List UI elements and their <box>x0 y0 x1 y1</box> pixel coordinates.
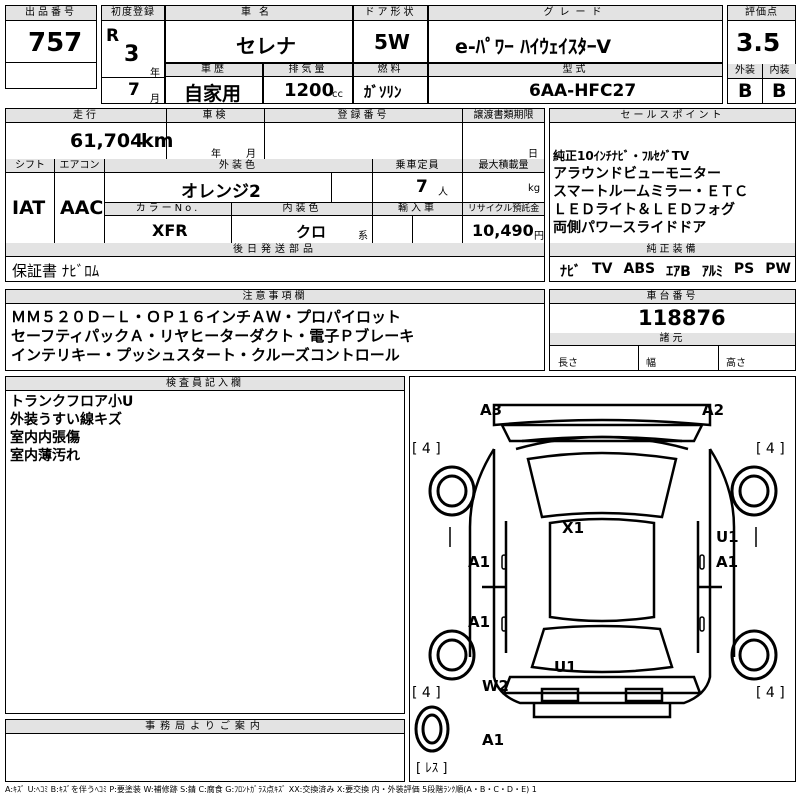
lot-number-box: 出品番号 757 <box>5 5 97 89</box>
model-name-box: 車名 セレナ <box>165 5 353 63</box>
first-registration-label: 初度登録 <box>102 6 164 21</box>
displacement: 1200 <box>284 80 335 101</box>
note-line: ＭＭ５２０Ｄ－Ｌ・ＯＰ１６インチＡＷ・プロパイロット <box>11 308 402 326</box>
equipment-list: ﾅﾋﾞ TV ABS ｴｱB ｱﾙﾐ PS PW <box>560 261 791 281</box>
tire-tread-front-left: [ 4 ] <box>412 441 441 457</box>
damage-mark-a1-left-rear: A1 <box>468 613 491 631</box>
model-name: セレナ <box>236 34 296 58</box>
tire-tread-rear-right: [ 4 ] <box>756 685 785 701</box>
sales-point: ＬＥＤライト＆ＬＥＤフォグ <box>553 202 735 218</box>
equipment-item: ABS <box>623 261 656 277</box>
type-box: 型式 6AA-HFC27 <box>428 63 723 104</box>
model-name-label: 車名 <box>166 6 352 21</box>
sales-points-list: 純正10ｲﾝﾁﾅﾋﾞ・ﾌﾙｾｸﾞTV アラウンドビューモニター スマートルームミ… <box>553 147 748 237</box>
inspector-notes-box: 検査員記入欄 トランクフロア小U 外装うすい線キズ 室内内張傷 室内薄汚れ <box>5 376 405 714</box>
door-type: 5W <box>374 30 410 54</box>
registration-month: 7 <box>128 80 140 100</box>
equipment-item: ﾅﾋﾞ <box>560 264 581 280</box>
model-type: 6AA-HFC27 <box>529 81 637 101</box>
damage-mark-a1-right: A1 <box>716 553 739 571</box>
damage-mark-a2: A2 <box>702 401 725 419</box>
damage-legend: A:ｷｽﾞ U:ﾍｺﾐ B:ｷｽﾞを伴うﾍｺﾐ P:要塗装 W:補修跡 S:錆 … <box>5 785 537 794</box>
sales-point: アラウンドビューモニター <box>553 166 721 182</box>
grade-label: グレード <box>429 6 722 21</box>
door-label: ドア形状 <box>354 6 427 21</box>
score: 3.5 <box>736 28 781 57</box>
grade-box: グレード e-ﾊﾟﾜｰ ﾊｲｳｪｲｽﾀｰV <box>428 5 723 63</box>
exterior-grade: B <box>738 80 753 102</box>
damage-mark-a1-left-front: A1 <box>468 553 491 571</box>
recycle-fee: 10,490 <box>472 221 534 240</box>
first-registration-box: 初度登録 R 3 年 7 月 <box>101 5 165 105</box>
shift: IAT <box>12 197 46 219</box>
notes-box: 注意事項欄 ＭＭ５２０Ｄ－Ｌ・ＯＰ１６インチＡＷ・プロパイロット セーフティパッ… <box>5 289 545 371</box>
equipment-item: PS <box>733 261 755 277</box>
inspector-note: 室内薄汚れ <box>10 448 80 464</box>
fuel: ｶﾞｿﾘﾝ <box>364 83 402 101</box>
vehicle-history: 自家用 <box>184 83 242 105</box>
grade: e-ﾊﾟﾜｰ ﾊｲｳｪｲｽﾀｰV <box>455 36 612 58</box>
equipment-item: TV <box>592 261 613 277</box>
chassis-box: 車台番号 118876 諸元 長さ 幅 高さ <box>549 289 796 371</box>
interior-label: 内装 <box>762 64 796 79</box>
door-box: ドア形状 5W <box>353 5 428 63</box>
equipment-item: PW <box>765 261 791 277</box>
mileage: 61,704 <box>70 130 144 152</box>
sales-point: 純正10ｲﾝﾁﾅﾋﾞ・ﾌﾙｾｸﾞTV <box>553 149 690 163</box>
chassis-number: 118876 <box>638 306 726 330</box>
vehicle-info-grid: 走行 車検 登録番号 譲渡書類期限 61,704 km 年 月 日 シフト エア… <box>5 108 545 282</box>
tire-tread-front-right: [ 4 ] <box>756 441 785 457</box>
equipment-item: ｱﾙﾐ <box>701 264 723 280</box>
damage-mark-a3: A3 <box>480 401 503 419</box>
tire-tread-rear-left: [ 4 ] <box>412 685 441 701</box>
sales-point: スマートルームミラー・ＥＴＣ <box>553 184 749 200</box>
air-conditioner: AAC <box>60 197 104 219</box>
exterior-color: オレンジ2 <box>181 182 261 202</box>
fuel-box: 燃料 ｶﾞｿﾘﾝ <box>353 63 428 104</box>
equipment-item: ｴｱB <box>666 264 691 280</box>
color-number: XFR <box>152 221 188 240</box>
displacement-box: 排気量 1200 cc <box>263 63 353 104</box>
notes-list: ＭＭ５２０Ｄ－Ｌ・ＯＰ１６インチＡＷ・プロパイロット セーフティパックＡ・リヤヒ… <box>11 308 414 365</box>
inspector-notes-list: トランクフロア小U 外装うすい線キズ 室内内張傷 室内薄汚れ <box>10 393 133 465</box>
era-letter: R <box>106 26 120 46</box>
registration-year: 3 <box>124 42 140 67</box>
office-notice-box: 事務局よりご案内 <box>5 719 405 782</box>
later-shipped-parts: 保証書 ﾅﾋﾞﾛﾑ <box>12 262 100 280</box>
lot-number: 757 <box>28 28 83 58</box>
inspector-note: トランクフロア小U <box>10 394 134 410</box>
inspector-note: 外装うすい線キズ <box>10 412 122 428</box>
sales-points-box: セールスポイント 純正10ｲﾝﾁﾅﾋﾞ・ﾌﾙｾｸﾞTV アラウンドビューモニター… <box>549 108 796 282</box>
damage-mark-u1-right: U1 <box>716 528 739 546</box>
score-label: 評価点 <box>728 6 795 21</box>
score-box: 評価点 3.5 外装 内装 B B <box>727 5 796 104</box>
interior-grade: B <box>772 80 787 102</box>
exterior-label: 外装 <box>728 64 762 79</box>
damage-mark-u1-rear: U1 <box>554 658 577 676</box>
inspector-note: 室内内張傷 <box>10 430 80 446</box>
note-line: インテリキー・プッシュスタート・クルーズコントロール <box>11 346 400 364</box>
damage-mark-x1: X1 <box>562 519 585 537</box>
history-box: 車歴 自家用 <box>165 63 263 105</box>
interior-color: クロ <box>296 223 327 241</box>
condition-diagram: A3 A2 X1 U1 A1 A1 A1 U1 W2 A1 [ 4 ] [ 4 … <box>409 376 796 782</box>
spare-tire-status: [ ﾚｽ ] <box>416 761 448 776</box>
lot-number-label: 出品番号 <box>6 6 96 21</box>
sales-point: 両側パワースライドドア <box>553 220 707 236</box>
car-outline-drawing <box>414 403 778 753</box>
note-line: セーフティパックＡ・リヤヒーターダクト・電子Ｐブレーキ <box>11 327 415 345</box>
capacity: 7 <box>416 177 428 197</box>
damage-mark-a1-rear-bumper: A1 <box>482 731 505 749</box>
damage-mark-w2: W2 <box>482 677 509 695</box>
